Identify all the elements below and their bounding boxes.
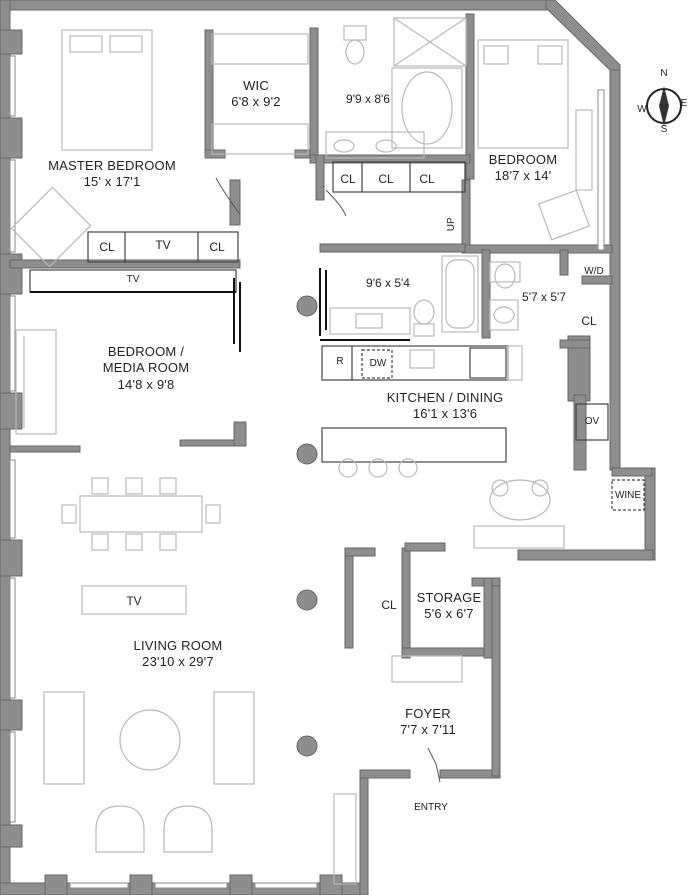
storage-label: STORAGE 5'6 x 6'7 bbox=[412, 590, 486, 623]
media-room-name2: MEDIA ROOM bbox=[102, 360, 190, 376]
master-tv-label: TV bbox=[155, 238, 171, 252]
kitchen-size: 16'1 x 13'6 bbox=[412, 406, 478, 422]
laundry-closet-label: CL bbox=[581, 314, 597, 328]
master-bedroom-label: MASTER BEDROOM 15' x 17'1 bbox=[42, 158, 182, 191]
bath2-size: 9'6 x 5'4 bbox=[366, 276, 410, 290]
kitchen-name: KITCHEN / DINING bbox=[386, 390, 504, 405]
refrigerator-label: R bbox=[336, 356, 344, 367]
columns bbox=[296, 295, 318, 757]
compass: N E S W bbox=[637, 68, 690, 138]
hall-closet-2-label: CL bbox=[378, 172, 394, 186]
master-bedroom-name: MASTER BEDROOM bbox=[48, 158, 176, 173]
bedroom-label: BEDROOM 18'7 x 14' bbox=[478, 152, 568, 185]
washer-dryer-label: W/D bbox=[584, 266, 604, 277]
entry-label: ENTRY bbox=[414, 802, 448, 813]
foyer-size: 7'7 x 7'11 bbox=[400, 722, 456, 738]
wic-name: WIC bbox=[243, 78, 269, 93]
hall-closet-1-label: CL bbox=[340, 172, 356, 186]
bedroom-name: BEDROOM bbox=[488, 152, 558, 167]
sliding-doors bbox=[30, 268, 410, 352]
media-tv-label: TV bbox=[126, 274, 140, 285]
compass-west: W bbox=[637, 104, 647, 115]
exterior-walls bbox=[0, 0, 656, 895]
furniture bbox=[10, 17, 645, 885]
compass-east: E bbox=[680, 98, 688, 109]
living-tv-label: TV bbox=[126, 594, 142, 608]
interior-walls bbox=[9, 13, 613, 659]
master-bedroom-size: 15' x 17'1 bbox=[83, 174, 141, 190]
living-room-label: LIVING ROOM 23'10 x 29'7 bbox=[128, 638, 228, 671]
wic-size: 6'8 x 9'2 bbox=[231, 94, 281, 110]
windows bbox=[9, 55, 605, 889]
compass-rose-icon bbox=[646, 86, 682, 126]
media-room-label: BEDROOM / MEDIA ROOM 14'8 x 9'8 bbox=[96, 344, 196, 393]
media-room-name: BEDROOM / bbox=[107, 344, 185, 359]
foyer-closet-label: CL bbox=[381, 598, 397, 612]
oven-label: OV bbox=[584, 416, 600, 427]
master-closet-left-label: CL bbox=[99, 240, 115, 254]
compass-south: S bbox=[660, 124, 668, 135]
storage-size: 5'6 x 6'7 bbox=[424, 606, 474, 622]
living-room-name: LIVING ROOM bbox=[133, 638, 223, 653]
foyer-name: FOYER bbox=[405, 706, 451, 721]
living-room-size: 23'10 x 29'7 bbox=[142, 654, 214, 670]
hall-closet-3-label: CL bbox=[419, 172, 435, 186]
bedroom-size: 18'7 x 14' bbox=[494, 168, 552, 184]
storage-name: STORAGE bbox=[416, 590, 482, 605]
door-swings bbox=[215, 177, 441, 783]
master-bath-size: 9'9 x 8'6 bbox=[346, 92, 390, 106]
wic-label: WIC 6'8 x 9'2 bbox=[226, 78, 286, 111]
laundry-size: 5'7 x 5'7 bbox=[522, 290, 566, 304]
compass-north: N bbox=[660, 68, 668, 79]
wine-label: WINE bbox=[614, 490, 642, 501]
foyer-label: FOYER 7'7 x 7'11 bbox=[396, 706, 460, 739]
kitchen-label: KITCHEN / DINING 16'1 x 13'6 bbox=[380, 390, 510, 423]
dishwasher-label: DW bbox=[369, 358, 387, 369]
stair-up-label: UP bbox=[445, 217, 457, 232]
master-closet-right-label: CL bbox=[209, 240, 225, 254]
media-room-size: 14'8 x 9'8 bbox=[117, 376, 175, 392]
